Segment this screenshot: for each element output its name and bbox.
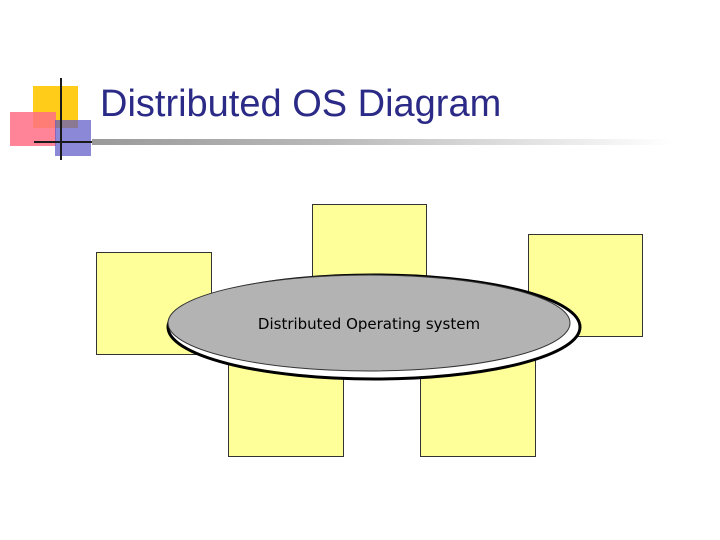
title-underline [92, 139, 672, 145]
logo-horizontal-line [34, 141, 94, 143]
slide-title: Distributed OS Diagram [100, 83, 502, 125]
logo-pink-square [10, 112, 56, 146]
os-ellipse-body [167, 274, 571, 372]
logo-vertical-line [60, 78, 62, 160]
os-label: Distributed Operating system [257, 315, 481, 333]
